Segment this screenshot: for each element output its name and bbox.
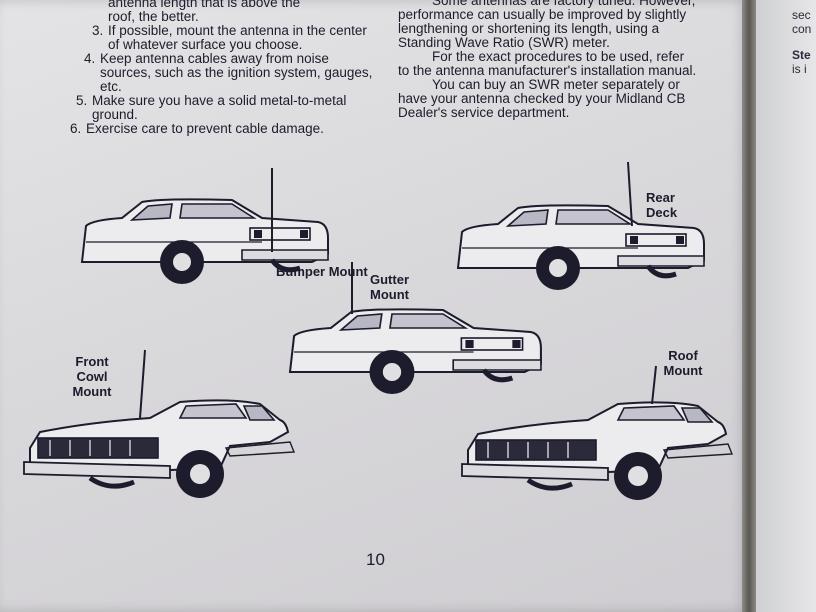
front-cowl-label: Front Cowl Mount <box>64 354 120 399</box>
roof-mount-label: Roof Mount <box>660 348 706 378</box>
roof-antenna <box>652 366 656 404</box>
bumper-mount-label: Bumper Mount <box>276 264 368 279</box>
facing-page-text: is i <box>792 62 807 76</box>
gutter-mount-label: Gutter Mount <box>370 272 430 302</box>
facing-page-text: sec <box>792 8 811 22</box>
rear-deck-antenna <box>628 162 632 226</box>
facing-page-edge <box>756 0 816 612</box>
front-cowl-antenna <box>140 350 145 418</box>
rear-deck-label: Rear Deck <box>646 190 690 220</box>
facing-page-text: Ste <box>792 48 811 62</box>
roof-mount-car <box>462 366 732 500</box>
rear-deck-car <box>458 162 704 290</box>
page-number: 10 <box>366 550 385 570</box>
facing-page-text: con <box>792 22 811 36</box>
car-illustrations <box>0 0 748 612</box>
